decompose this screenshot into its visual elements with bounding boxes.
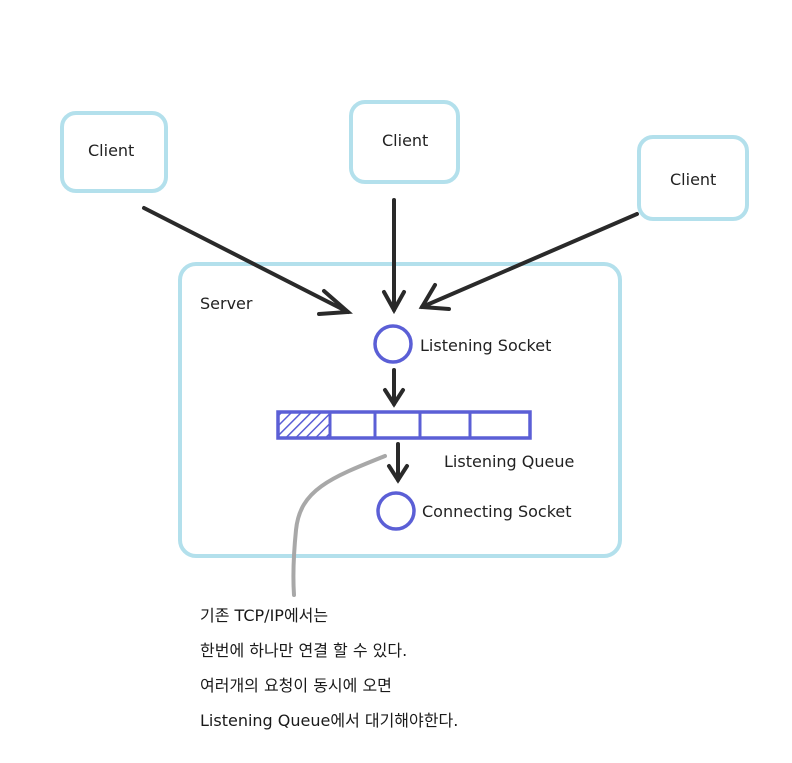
connecting-socket-label: Connecting Socket bbox=[422, 502, 572, 521]
client-box-3: Client bbox=[637, 135, 749, 221]
server-label: Server bbox=[200, 294, 253, 313]
explanation-note: 기존 TCP/IP에서는 한번에 하나만 연결 할 수 있다. 여러개의 요청이… bbox=[200, 604, 620, 744]
listening-queue-label: Listening Queue bbox=[444, 452, 574, 471]
arrow-queue-to-connecting bbox=[387, 442, 409, 484]
client-label: Client bbox=[382, 131, 428, 150]
arrow-socket-to-queue bbox=[383, 368, 405, 408]
listening-socket-label: Listening Socket bbox=[420, 336, 551, 355]
note-line: Listening Queue에서 대기해야한다. bbox=[200, 711, 459, 730]
queue-slot-filled bbox=[278, 412, 330, 438]
client-label: Client bbox=[88, 141, 134, 160]
note-line: 여러개의 요청이 동시에 오면 bbox=[200, 676, 392, 695]
connecting-socket-circle bbox=[376, 491, 416, 531]
note-pointer-line bbox=[291, 454, 387, 597]
client-label: Client bbox=[670, 170, 716, 189]
note-line: 기존 TCP/IP에서는 bbox=[200, 606, 329, 625]
arrow-client-1 bbox=[142, 206, 353, 316]
client-box-2: Client bbox=[349, 100, 460, 184]
server-box: Server bbox=[178, 262, 622, 558]
arrow-client-3 bbox=[418, 212, 639, 311]
listening-socket-circle bbox=[373, 324, 413, 364]
note-line: 한번에 하나만 연결 할 수 있다. bbox=[200, 641, 408, 660]
listening-queue-bar bbox=[276, 410, 532, 440]
client-box-1: Client bbox=[60, 111, 168, 193]
arrow-client-2 bbox=[382, 198, 406, 315]
